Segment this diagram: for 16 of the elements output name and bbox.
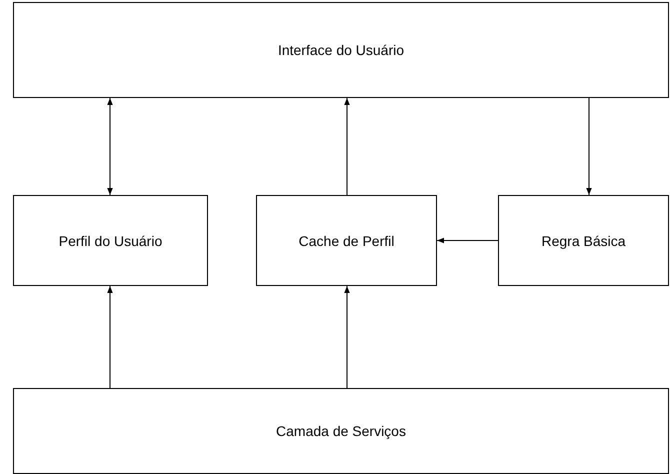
arrow (107, 98, 113, 196)
arrow (344, 98, 350, 196)
header-box (13, 2, 669, 98)
component-box (498, 195, 669, 286)
arrow (107, 286, 113, 388)
arrow (586, 98, 592, 196)
arrow (436, 238, 498, 244)
component-box (13, 195, 208, 286)
node-label: Perfil do Usuário (58, 232, 162, 248)
footer-box (13, 388, 669, 474)
arrow (344, 286, 350, 388)
node-label: Camada de Serviços (276, 423, 406, 439)
node-label: Regra Básica (541, 232, 626, 248)
component-box (256, 195, 437, 286)
node-label: Interface do Usuário (278, 42, 404, 58)
node-label: Cache de Perfil (298, 232, 394, 248)
